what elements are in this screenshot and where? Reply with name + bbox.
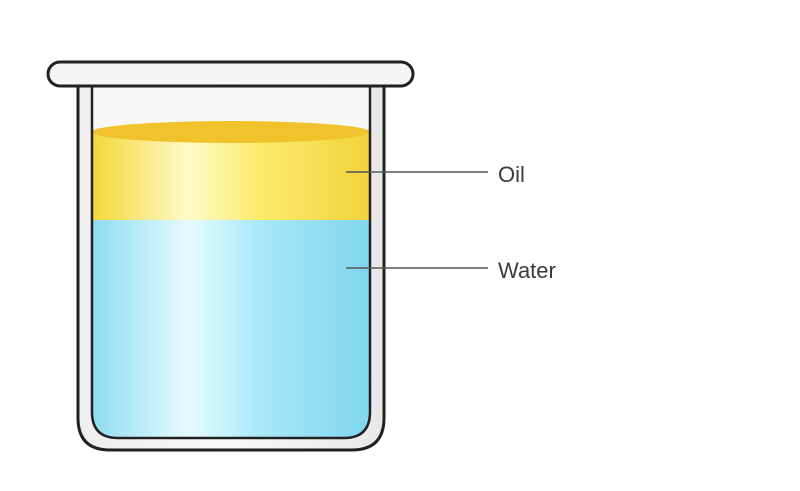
oil-surface	[92, 121, 370, 143]
oil-label: Oil	[498, 162, 525, 187]
beaker-rim	[46, 60, 415, 88]
water-layer	[92, 218, 370, 438]
beaker-inner-wall	[90, 86, 372, 440]
water-label: Water	[498, 258, 556, 283]
oil-layer	[92, 132, 370, 220]
